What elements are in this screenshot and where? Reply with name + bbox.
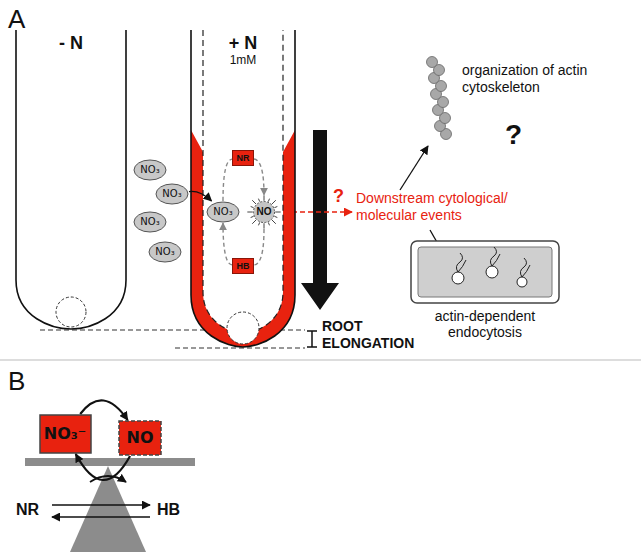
nitrate-ellipse: NO₃ [133,159,167,181]
actin-filament [427,57,452,140]
connector [76,454,130,480]
cell-box-shape [410,240,560,304]
figure-label: ROOT ELONGATION [322,318,432,352]
burst-ray [264,223,265,228]
enzyme-box: NR [232,150,254,166]
burst-ray [272,200,276,204]
root-outline-shape [190,30,296,348]
node-text: NO₃ [155,246,174,258]
figure-label: A [8,4,25,35]
shape-part [233,259,254,274]
cell-wall [411,241,559,303]
actin-strand [520,258,530,277]
burst-ray [258,199,259,202]
root-cap [227,312,259,344]
figure-label: HB [157,500,180,519]
inner-layer [203,30,283,333]
node-text: NO₃⁻ [44,425,86,443]
shape-part [119,421,161,455]
burst-ray [258,222,259,225]
seesaw-plank [25,458,195,466]
cytoplasm [418,247,552,297]
nitrate-ellipse: NO₃ [155,183,189,205]
burst-ray [247,212,252,213]
node-text: NO₃ [140,216,159,228]
nitrate-zone [191,130,295,347]
vesicle [517,277,527,287]
burst-ray [264,195,265,200]
figure-label: NR [16,500,39,519]
elongation-arrow [301,130,339,310]
shape-part [207,202,239,222]
shape-part [253,201,274,222]
pointer-arrow [400,146,428,190]
node-text: 1mM [230,54,257,68]
actin-strand [456,253,466,272]
figure-label: ? [333,186,344,208]
node-text: NO₃ [162,188,181,200]
shape-part [233,151,254,166]
figure-label: Downstream cytological/ molecular events [356,190,528,224]
node-text: NO [127,429,154,447]
elongation-bracket [307,331,317,347]
vesicle [452,272,464,284]
node-text: actin-dependent endocytosis [410,308,560,340]
root-cap [56,297,86,327]
burst-ray [274,216,277,217]
reaction-arrow [52,504,150,505]
shape-part [156,184,188,204]
root-outline-shape [15,30,127,330]
shape-part [134,160,166,180]
root-wall [16,30,126,329]
shape-part [149,242,181,262]
burst-ray [252,200,256,204]
root-wall [191,30,295,347]
panel-separator [0,360,641,361]
burst-ray [275,212,280,213]
burst-ray [251,216,254,217]
node-text: + N [229,33,258,54]
burst-ray [268,199,269,202]
node-text: NR [237,153,250,163]
burst-ray [251,206,254,207]
connector [223,159,232,201]
burst-ray [268,222,269,225]
node-text: NO₃ [213,206,232,218]
figure-label: B [8,366,25,397]
no-burst: NO [247,195,281,229]
connector [254,229,264,265]
figure-label: ? [505,118,522,152]
root-outline: + N1mM NO₃ NR NO HB [190,30,296,348]
nitrate-ellipse: NO₃ [206,201,240,223]
burst-ray [252,220,256,224]
actin-strand [490,247,500,266]
node-text: NO₃ [140,164,159,176]
figure-label: organization of actin cytoskeleton [462,62,614,96]
node-text: HB [237,261,250,271]
no-box: NO [118,420,162,456]
node-text: NO [257,206,272,218]
vesicle [486,266,498,278]
connector [223,223,232,265]
cell-box: actin-dependent endocytosis [410,240,560,304]
shape-part [134,212,166,232]
nitrate-box: NO₃⁻ [39,414,92,454]
nitrate-ellipse: NO₃ [133,211,167,233]
enzyme-box: HB [232,258,254,274]
burst-ray [274,206,277,207]
root-outline: - N [15,30,127,330]
shape-part [40,415,91,453]
connector [254,159,264,195]
reaction-arrow [52,516,150,517]
node-text: - N [59,33,83,54]
nitrate-ellipse: NO₃ [148,241,182,263]
burst-ray [272,220,276,224]
